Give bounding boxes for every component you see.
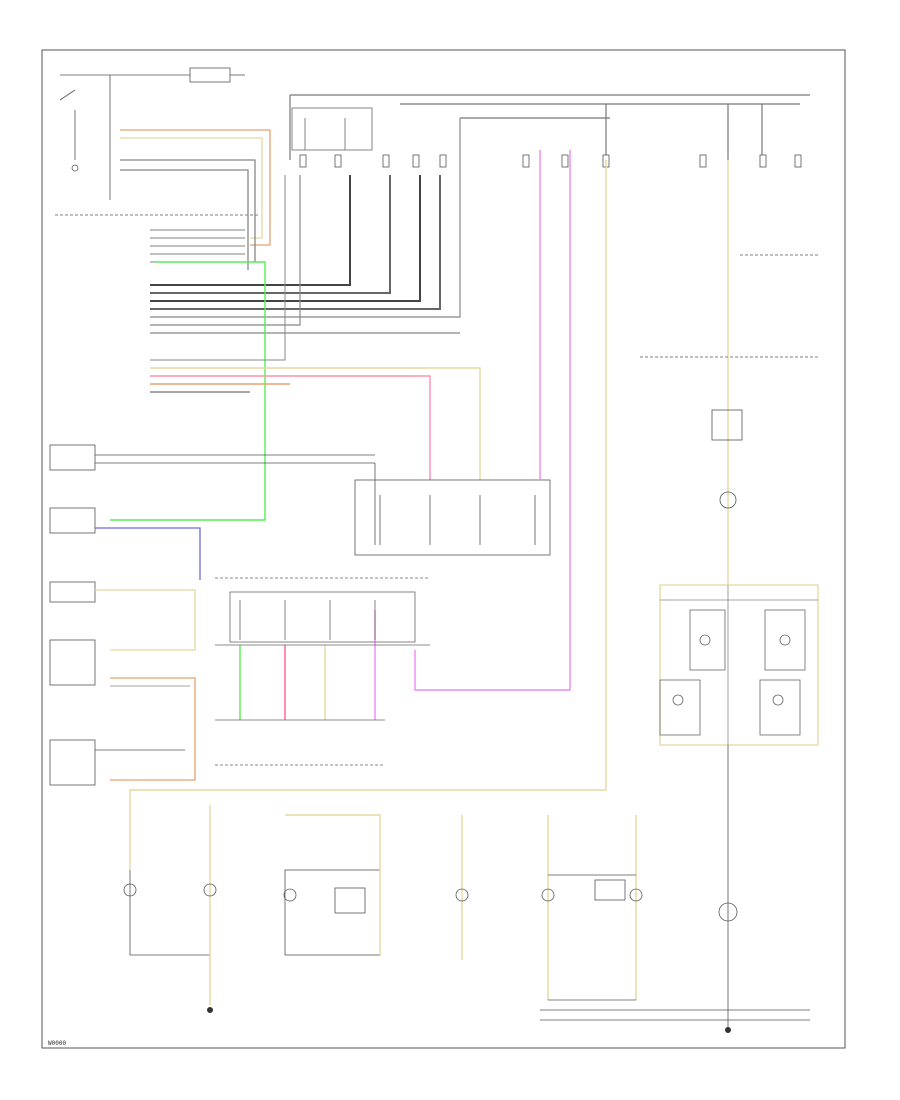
lamp-bulb-icon: [699, 634, 711, 646]
fuse-icon: [561, 154, 569, 168]
fuse-icon: [794, 154, 802, 168]
left-components: [49, 444, 376, 786]
lamp-bulb-icon: [123, 883, 137, 897]
lamp-bulb-icon: [455, 888, 469, 902]
right-components: [640, 254, 820, 509]
fuse-block: [291, 107, 373, 151]
fuse-icon: [382, 154, 390, 168]
right-lamp-box: [659, 584, 819, 746]
ground-symbol-icon: [207, 1007, 213, 1013]
lamp-bulb-icon: [283, 888, 297, 902]
lamp-bulb-icon: [718, 902, 738, 922]
fuse-icon: [299, 154, 307, 168]
fuse-icon: [334, 154, 342, 168]
lamp-bulb-icon: [779, 634, 791, 646]
instrument-cluster-box: [215, 577, 430, 766]
connector-pins-left: [150, 229, 245, 263]
headlamp-switch-area: [55, 67, 260, 216]
right-lower-branch: [540, 745, 810, 1030]
lamp-bulb-icon: [541, 888, 555, 902]
tan-long-wire: [129, 160, 607, 870]
fuse-icon: [412, 154, 420, 168]
diagram-code: W0000: [48, 1040, 66, 1047]
fuse-icon: [699, 154, 707, 168]
green-wire: [110, 261, 266, 521]
fuse-icon: [522, 154, 530, 168]
orange-tan-wires: [120, 129, 271, 270]
headlamp-switch-box: [354, 479, 551, 556]
mid-wires: [150, 175, 481, 480]
diagram-border: [41, 49, 846, 1049]
fuse-row: [299, 154, 802, 168]
lamp-bulb-icon: [772, 694, 784, 706]
magenta-wire: [414, 150, 571, 691]
lamp-bulb-icon: [629, 888, 643, 902]
bottom-lamps: [123, 805, 643, 1005]
lamp-bulb-icon: [672, 694, 684, 706]
fuse-icon: [439, 154, 447, 168]
ground-symbols: [207, 1007, 731, 1033]
lower-mid-verticals: [239, 645, 326, 720]
power-buses: [289, 94, 810, 160]
lamp-bulb-icon: [203, 883, 217, 897]
fuse-icon: [759, 154, 767, 168]
ground-symbol-icon: [725, 1027, 731, 1033]
dark-harness-wires: [150, 118, 461, 334]
lamp-bulb-icon: [719, 491, 737, 509]
